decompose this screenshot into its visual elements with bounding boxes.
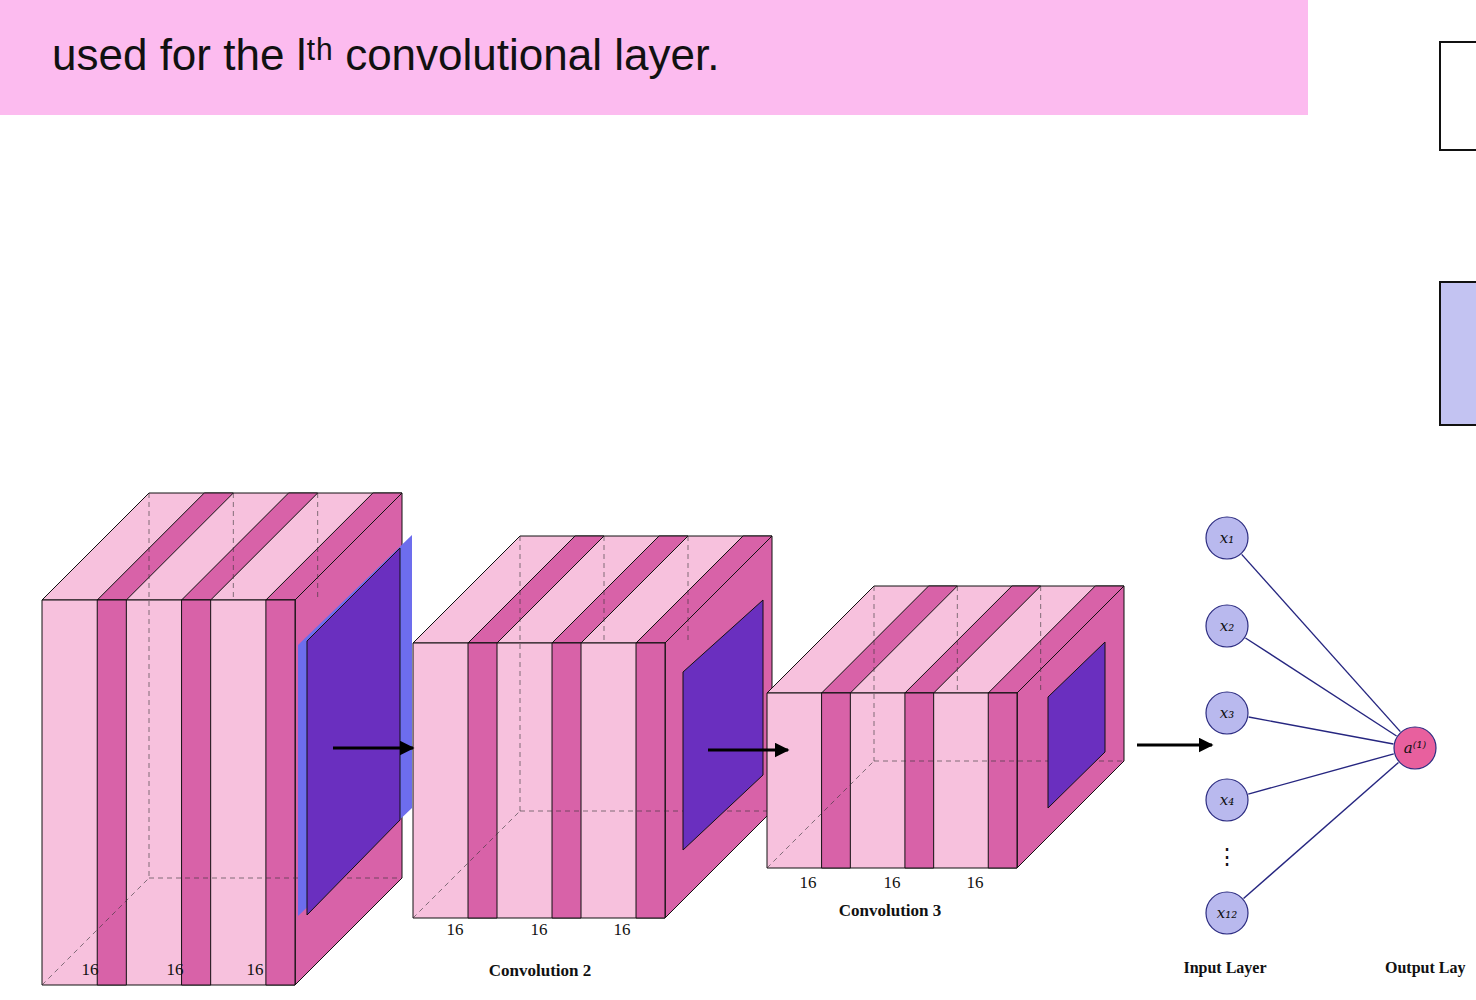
weight-connection <box>1248 754 1394 794</box>
layer-caption: Convolution 3 <box>839 901 942 921</box>
kernel-plane <box>307 548 400 915</box>
hidden-edge <box>520 536 521 811</box>
layer-caption: Convolution 2 <box>489 961 592 981</box>
block-front <box>767 693 1017 868</box>
layer-caption: Input Layer <box>1183 959 1266 977</box>
hidden-edge <box>233 493 234 600</box>
hidden-edge <box>957 586 958 693</box>
channel-count: 16 <box>247 960 264 980</box>
feature-block <box>413 536 772 918</box>
hidden-edge <box>149 878 402 879</box>
block-stripe <box>97 600 126 985</box>
ellipsis: ⋮ <box>1216 844 1238 869</box>
block-stripe <box>988 693 1017 868</box>
channel-count: 16 <box>167 960 184 980</box>
feature-block <box>42 493 402 985</box>
output-neuron: a⁽¹⁾ <box>1393 726 1437 770</box>
hidden-edge <box>520 811 772 812</box>
hidden-edge <box>42 878 149 985</box>
panel-box <box>1440 42 1476 150</box>
hidden-edge <box>604 536 605 643</box>
channel-count: 16 <box>447 920 464 940</box>
weight-connection <box>1249 717 1394 744</box>
channel-count: 16 <box>82 960 99 980</box>
neuron-label: a⁽¹⁾ <box>1404 739 1426 757</box>
block-stripe <box>905 693 934 868</box>
neuron-circle <box>1206 692 1248 734</box>
channel-count: 16 <box>800 873 817 893</box>
channel-count: 16 <box>967 873 984 893</box>
channel-count: 16 <box>531 920 548 940</box>
note-text: used for the lᵗʰ convolutional layer. <box>52 30 1308 80</box>
neuron-label: x₁ <box>1220 529 1234 547</box>
channel-count: 16 <box>884 873 901 893</box>
neuron-circle <box>1206 605 1248 647</box>
weight-connection <box>1242 554 1401 731</box>
hidden-edge <box>767 761 874 868</box>
panel-box <box>1440 282 1476 425</box>
hidden-edge <box>413 811 520 918</box>
neuron-circle <box>1206 892 1248 934</box>
kernel-plane <box>1048 642 1105 808</box>
block-stripe <box>552 643 581 918</box>
neuron-label: x₄ <box>1220 791 1234 809</box>
feature-block <box>767 586 1124 868</box>
block-front <box>413 643 665 918</box>
neuron-circle <box>1206 517 1248 559</box>
neuron-label: x₂ <box>1220 617 1234 635</box>
block-front <box>42 600 295 985</box>
hidden-edge <box>149 493 150 878</box>
block-stripe <box>636 643 665 918</box>
input-neuron: x₄ <box>1205 778 1249 822</box>
input-neuron: x₁₂ <box>1205 891 1249 935</box>
hidden-edge <box>1040 586 1041 693</box>
note-banner: used for the lᵗʰ convolutional layer. <box>0 0 1308 115</box>
flow-arrow <box>333 747 413 750</box>
flow-arrow <box>708 749 788 752</box>
neuron-circle <box>1394 727 1436 769</box>
weight-connection <box>1244 763 1399 899</box>
layer-caption: Output Lay <box>1385 959 1465 977</box>
input-neuron: x₂ <box>1205 604 1249 648</box>
channel-count: 16 <box>614 920 631 940</box>
block-top <box>413 536 772 643</box>
kernel-plane <box>298 535 412 916</box>
neuron-label: x₃ <box>1220 704 1234 722</box>
flow-arrow <box>1137 744 1212 747</box>
input-neuron: x₃ <box>1205 691 1249 735</box>
block-stripe <box>822 693 851 868</box>
block-top <box>42 493 402 600</box>
kernel-plane <box>683 600 763 850</box>
hidden-edge <box>688 536 689 643</box>
hidden-edge <box>874 586 875 761</box>
input-neuron: x₁ <box>1205 516 1249 560</box>
hidden-edge <box>317 493 318 600</box>
block-stripe <box>468 643 497 918</box>
neuron-circle <box>1206 779 1248 821</box>
neuron-label: x₁₂ <box>1217 904 1238 922</box>
block-stripe <box>266 600 295 985</box>
block-stripe <box>182 600 211 985</box>
